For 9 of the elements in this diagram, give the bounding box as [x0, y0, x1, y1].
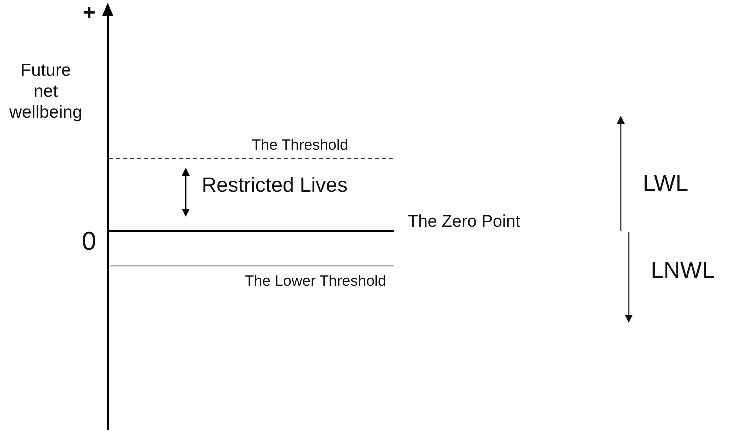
- axis-end-sign: +: [83, 0, 96, 26]
- line-label: The Zero Point: [408, 212, 520, 232]
- line-label: The Threshold: [252, 137, 348, 154]
- axis-title: Future net wellbeing: [10, 60, 82, 123]
- axis-tick-label: 0: [82, 227, 96, 257]
- range-label: LNWL: [651, 257, 715, 284]
- line-label: The Lower Threshold: [245, 273, 386, 290]
- range-label: Restricted Lives: [202, 174, 348, 198]
- range-label: LWL: [643, 170, 689, 196]
